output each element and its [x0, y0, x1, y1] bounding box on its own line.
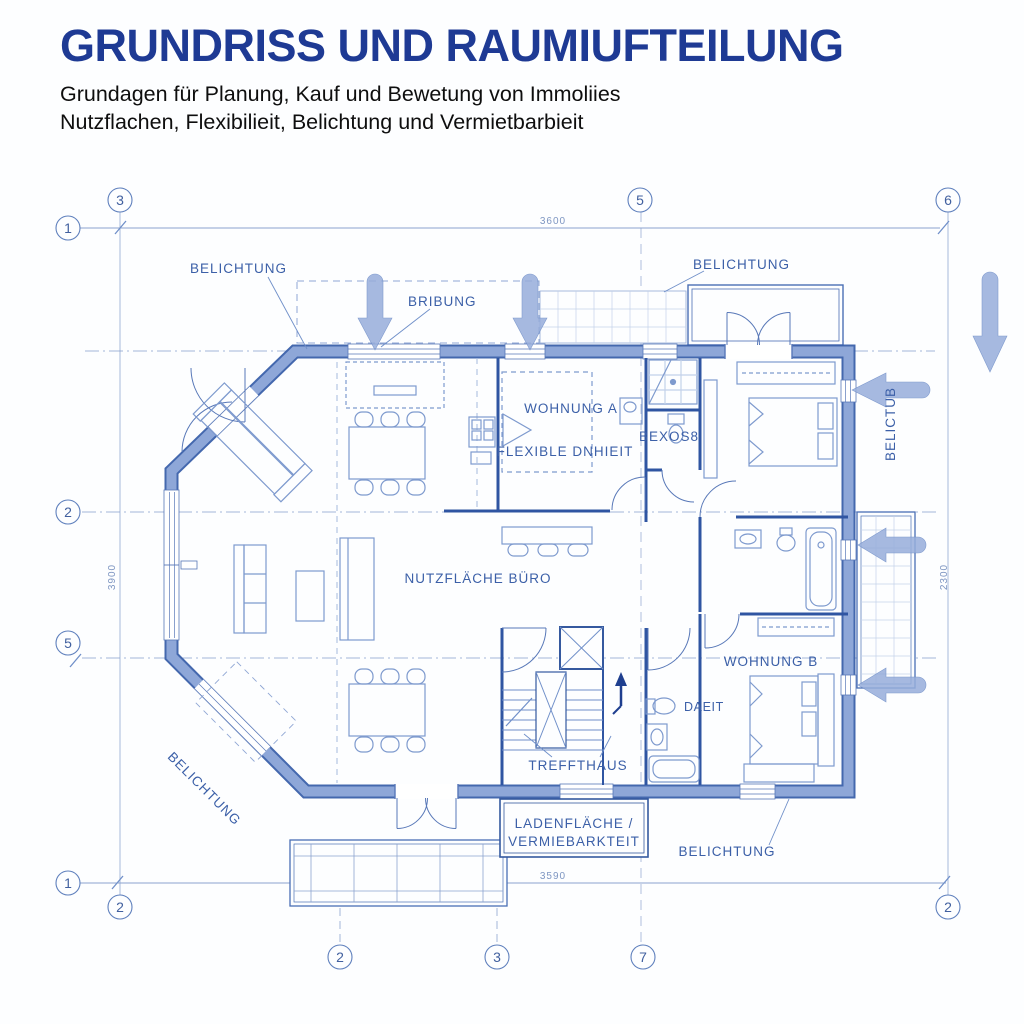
label-belichtung-top-right: BELICHTUNG	[693, 257, 790, 272]
label-belictub: BELICTUB	[883, 387, 898, 461]
grid-marker: 2	[935, 894, 961, 920]
label-daeit: DAEIT	[684, 700, 724, 714]
bathroom-daeit	[645, 697, 700, 783]
label-wohnung-a: WOHNUNG A	[524, 401, 618, 416]
label-flexible-einheit: FLEXIBLE DNHIEIT	[497, 444, 634, 459]
grid-marker: 3	[484, 944, 510, 970]
grid-marker: 1	[55, 870, 81, 896]
furniture	[192, 359, 838, 783]
bedroom-top-right	[703, 361, 838, 479]
label-belichtung-top-left: BELICHTUNG	[190, 261, 287, 276]
grid-marker: 6	[935, 187, 961, 213]
svg-text:2: 2	[64, 504, 72, 520]
grid-marker: 7	[630, 944, 656, 970]
sofa-vertical	[233, 544, 267, 634]
kitchen-island	[501, 526, 593, 557]
laden-box	[499, 798, 649, 858]
sofa-diagonal	[192, 382, 313, 503]
sink-unit	[619, 397, 643, 425]
stove	[468, 416, 496, 465]
grid-marker: 5	[627, 187, 653, 213]
toilet-bexos	[667, 413, 685, 444]
dimension-labels: 3600 3590 3900 2300	[107, 216, 950, 882]
interior-walls	[444, 358, 848, 785]
exterior-walls	[164, 344, 856, 799]
dim-bottom: 3590	[540, 871, 566, 882]
shower	[648, 359, 698, 405]
exterior-doors	[181, 312, 793, 829]
svg-text:3: 3	[493, 949, 501, 965]
light-arrow-down-1	[357, 273, 393, 351]
label-bexos8: BEXOS8	[639, 429, 699, 444]
grid-marker: 5	[55, 630, 81, 656]
subtitle-line-1: Grundagen für Planung, Kauf und Bewetung…	[60, 82, 621, 107]
svg-text:1: 1	[64, 220, 72, 236]
dimension-ticks	[69, 220, 951, 890]
light-arrow-down-3	[972, 271, 1008, 373]
grid-marker: 1	[55, 215, 81, 241]
svg-text:3: 3	[116, 192, 124, 208]
side-table	[295, 570, 325, 622]
exterior-windows	[163, 343, 857, 800]
svg-text:7: 7	[639, 949, 647, 965]
balcony-top-right	[687, 284, 844, 346]
staircase	[502, 626, 604, 751]
label-nutzflaeche-buero: NUTZFLÄCHE BÜRO	[404, 571, 551, 586]
leader-lines	[267, 270, 790, 846]
light-arrow-left-2	[857, 527, 927, 563]
label-laden-line2: VERMIEBARKTEIT	[508, 834, 640, 849]
balcony-top-left-dashed	[296, 280, 540, 344]
bathroom-top-right	[734, 527, 837, 611]
light-arrow-left-3	[857, 667, 927, 703]
label-laden-line1: LADENFLÄCHE /	[515, 816, 634, 831]
label-bribung: BRIBUNG	[408, 294, 477, 309]
grid-marker: 2	[107, 894, 133, 920]
bed-wohnung-a	[501, 371, 593, 473]
dim-right: 2300	[939, 564, 950, 590]
label-belichtung-bottom-left: BELICHTUNG	[165, 749, 244, 828]
terrace-top-tiled	[539, 290, 687, 344]
interior-doors	[501, 469, 740, 673]
light-arrow-left-1	[851, 372, 931, 408]
light-arrow-down-2	[512, 273, 548, 351]
console-table	[339, 537, 375, 641]
terrace-bottom-deck	[289, 839, 508, 907]
dim-left: 3900	[107, 564, 118, 590]
subtitle-line-2: Nutzflachen, Flexibilieit, Belichtung un…	[60, 110, 584, 135]
dining-table-a	[348, 411, 426, 496]
dim-top: 3600	[540, 216, 566, 227]
svg-text:6: 6	[944, 192, 952, 208]
interior-dashed-partitions	[336, 358, 478, 783]
dining-table-b	[348, 668, 426, 753]
svg-text:2: 2	[116, 899, 124, 915]
grid-markers: 1 3 5 6 2 5 1	[55, 187, 961, 970]
page-title: GRUNDRISS UND RAUMIUFTEILUNG	[60, 20, 844, 71]
grid-marker: 3	[107, 187, 133, 213]
kitchen-counter	[345, 361, 445, 409]
label-treppenhaus: TREFFTHAUS	[528, 758, 627, 773]
svg-text:1: 1	[64, 875, 72, 891]
grid-marker: 2	[55, 499, 81, 525]
grid-marker: 2	[327, 944, 353, 970]
svg-text:5: 5	[636, 192, 644, 208]
svg-text:5: 5	[64, 635, 72, 651]
label-belichtung-bottom-right: BELICHTUNG	[678, 844, 775, 859]
svg-text:2: 2	[944, 899, 952, 915]
label-wohnung-b: WOHNUNG B	[724, 654, 819, 669]
svg-text:2: 2	[336, 949, 344, 965]
page-header: GRUNDRISS UND RAUMIUFTEILUNG Grundagen f…	[60, 22, 980, 137]
bedroom-wohnung-b	[743, 617, 835, 783]
light-arrows	[357, 271, 1008, 703]
stair-direction-arrow	[612, 672, 627, 715]
